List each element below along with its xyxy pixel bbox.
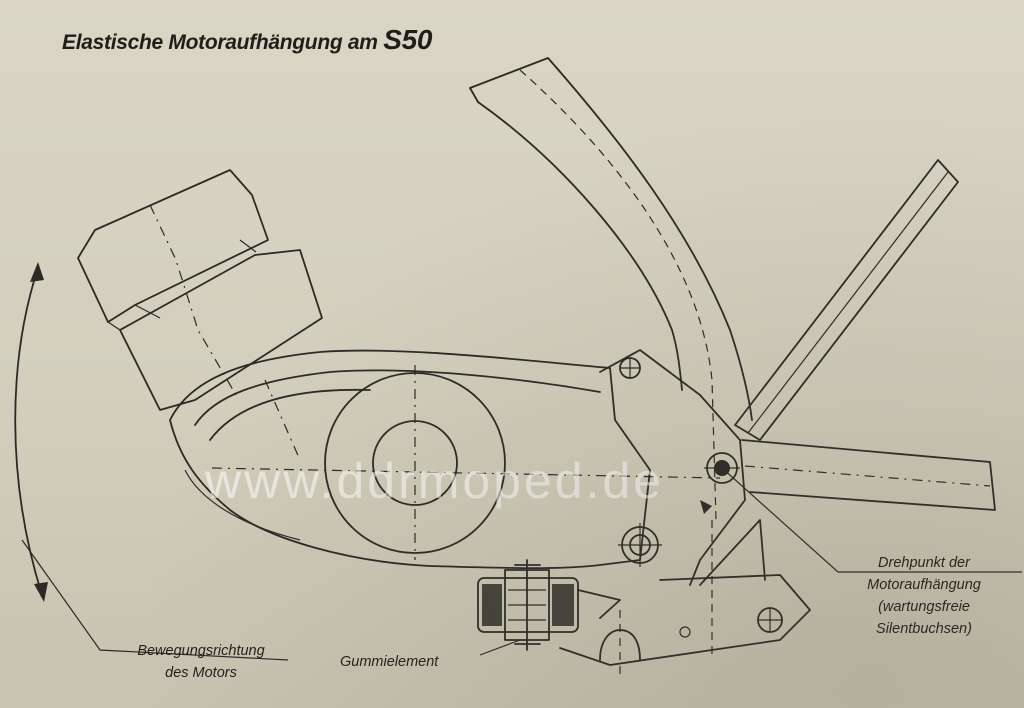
frame-strut <box>734 159 959 441</box>
crankcase <box>169 349 721 570</box>
pivot-label-line2: Motoraufhängung <box>867 577 981 593</box>
movement-direction-label: Bewegungsrichtung des Motors <box>96 640 306 684</box>
title-model: S50 <box>383 24 433 55</box>
rear-strut <box>741 439 996 511</box>
movement-direction-arrow <box>14 262 289 661</box>
watermark-text: www.ddrmoped.de <box>205 453 665 509</box>
rubber-element-drawing <box>477 559 621 651</box>
diagram-title: Elastische Motoraufhängung am S50 <box>62 24 432 56</box>
title-text: Elastische Motoraufhängung am <box>62 31 384 54</box>
pivot-label-line4: Silentbuchsen) <box>876 621 972 637</box>
pivot-label-line1: Drehpunkt der <box>878 555 970 571</box>
movement-label-line2: des Motors <box>165 665 237 681</box>
rubber-element-label: Gummielement <box>340 654 439 670</box>
movement-label-line1: Bewegungsrichtung <box>137 643 265 659</box>
pivot-marker <box>700 500 712 514</box>
frame-down-tube <box>469 57 753 521</box>
leader-lines <box>479 467 1022 656</box>
pivot-point-label: Drehpunkt der Motoraufhängung (wartungsf… <box>824 552 1024 640</box>
pivot-label-line3: (wartungsfreie <box>878 599 970 615</box>
cylinder <box>77 169 323 411</box>
mounting-bracket <box>559 349 811 675</box>
